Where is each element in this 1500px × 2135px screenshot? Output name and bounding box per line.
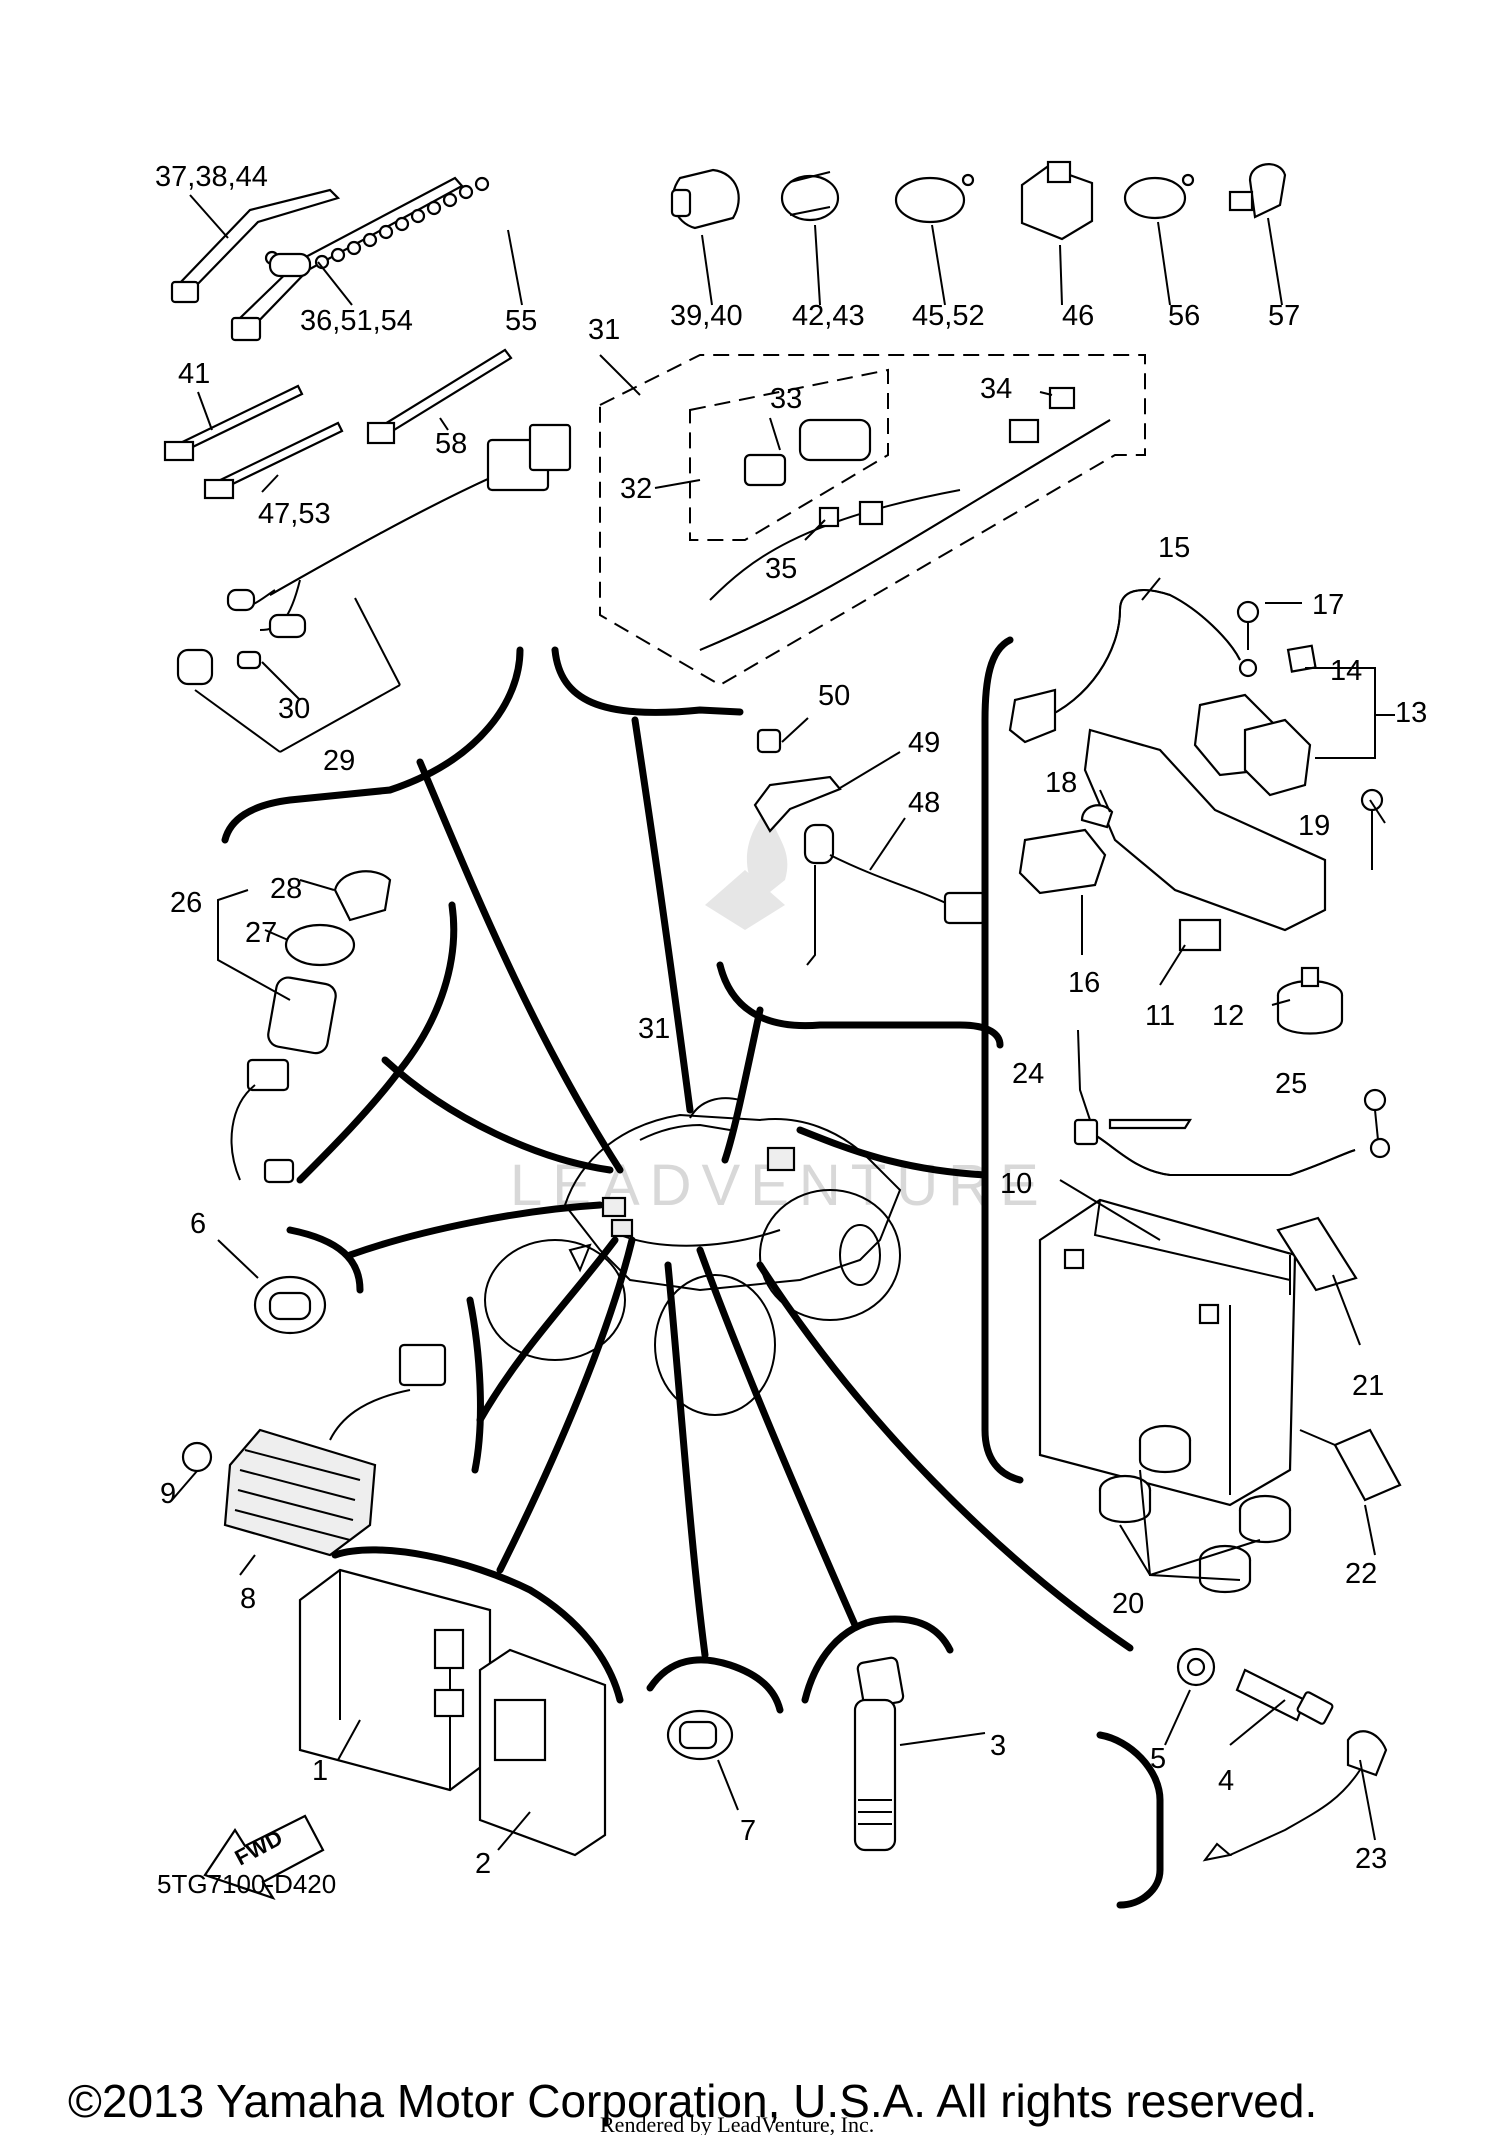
callout-55: 55 xyxy=(505,305,537,337)
callout-5: 5 xyxy=(1150,1743,1166,1775)
callout-48: 48 xyxy=(908,787,940,819)
fwd-arrow[interactable]: FWD xyxy=(203,1814,325,1901)
battery-group xyxy=(1038,1029,1402,1556)
ignition-coil xyxy=(853,1656,986,1852)
callout-29: 29 xyxy=(323,745,355,777)
callout-30: 30 xyxy=(278,693,310,725)
holders-row xyxy=(670,160,1287,306)
callout-10: 10 xyxy=(1000,1168,1032,1200)
copyright-notice: ©2013 Yamaha Motor Corporation, U.S.A. A… xyxy=(68,2075,1317,2127)
callout-27: 27 xyxy=(245,917,277,949)
callout-28: 28 xyxy=(270,873,302,905)
rendered-by-credit: Rendered by LeadVenture, Inc. xyxy=(600,2112,874,2135)
leader-lines xyxy=(346,716,1134,1659)
callout-39-40: 39,40 xyxy=(670,300,743,332)
callout-1: 1 xyxy=(312,1755,328,1787)
callout-34: 34 xyxy=(980,373,1012,405)
callout-labels: 37,38,44 36,51,54 55 39,40 42,43 45,52 4… xyxy=(155,161,1427,1880)
callout-3: 3 xyxy=(990,1730,1006,1762)
sensor-7 xyxy=(666,1709,739,1811)
callout-56: 56 xyxy=(1168,300,1200,332)
callout-11: 11 xyxy=(1145,1000,1175,1032)
callout-42-43: 42,43 xyxy=(792,300,865,332)
callout-20: 20 xyxy=(1112,1588,1144,1620)
diagram-part-code: 5TG7100-D420 xyxy=(157,1869,336,1899)
callout-50: 50 xyxy=(818,680,850,712)
sensor-6 xyxy=(217,1239,327,1335)
callout-7: 7 xyxy=(740,1815,756,1847)
wire-harness-box xyxy=(599,354,1146,687)
callout-24: 24 xyxy=(1012,1058,1044,1090)
starter-relay-group xyxy=(1008,577,1395,1035)
callout-25: 25 xyxy=(1275,1068,1307,1100)
callout-41: 41 xyxy=(178,358,210,390)
callout-32: 32 xyxy=(620,473,652,505)
main-switch-group xyxy=(217,870,392,1184)
callout-15: 15 xyxy=(1158,532,1190,564)
spark-plug-group xyxy=(1164,1647,1388,1862)
callout-31-harness: 31 xyxy=(588,314,620,346)
callout-16: 16 xyxy=(1068,967,1100,999)
callout-4: 4 xyxy=(1218,1765,1234,1797)
callout-47-53: 47,53 xyxy=(258,498,331,530)
callout-18: 18 xyxy=(1045,767,1077,799)
neutral-switch-group xyxy=(753,717,987,966)
cable-ties-group xyxy=(170,176,523,342)
callout-22: 22 xyxy=(1345,1558,1377,1590)
callout-14: 14 xyxy=(1330,655,1362,687)
callout-33: 33 xyxy=(770,383,802,415)
callout-35: 35 xyxy=(765,553,797,585)
callout-8: 8 xyxy=(240,1583,256,1615)
callout-19: 19 xyxy=(1298,810,1330,842)
callout-46: 46 xyxy=(1062,300,1094,332)
callout-45-52: 45,52 xyxy=(912,300,985,332)
ecu-group xyxy=(298,1568,607,1857)
callout-26: 26 xyxy=(170,887,202,919)
callout-58: 58 xyxy=(435,428,467,460)
callout-21: 21 xyxy=(1352,1370,1384,1402)
callout-57: 57 xyxy=(1268,300,1300,332)
callout-31-atv: 31 xyxy=(638,1013,670,1045)
callout-12: 12 xyxy=(1212,1000,1244,1032)
callout-23: 23 xyxy=(1355,1843,1387,1875)
battery-dampers xyxy=(1098,1424,1292,1594)
callout-2: 2 xyxy=(475,1848,491,1880)
ties-second-row xyxy=(163,348,513,500)
callout-6: 6 xyxy=(190,1208,206,1240)
callout-49: 49 xyxy=(908,727,940,759)
callout-37-38-44: 37,38,44 xyxy=(155,161,268,193)
atv-outline xyxy=(484,1097,902,1416)
callout-36-51-54: 36,51,54 xyxy=(300,305,413,337)
callout-9: 9 xyxy=(160,1478,176,1510)
rectifier-regulator xyxy=(171,1343,447,1576)
sub-lead-harness xyxy=(176,423,572,753)
callout-13: 13 xyxy=(1395,697,1427,729)
callout-17: 17 xyxy=(1312,589,1344,621)
